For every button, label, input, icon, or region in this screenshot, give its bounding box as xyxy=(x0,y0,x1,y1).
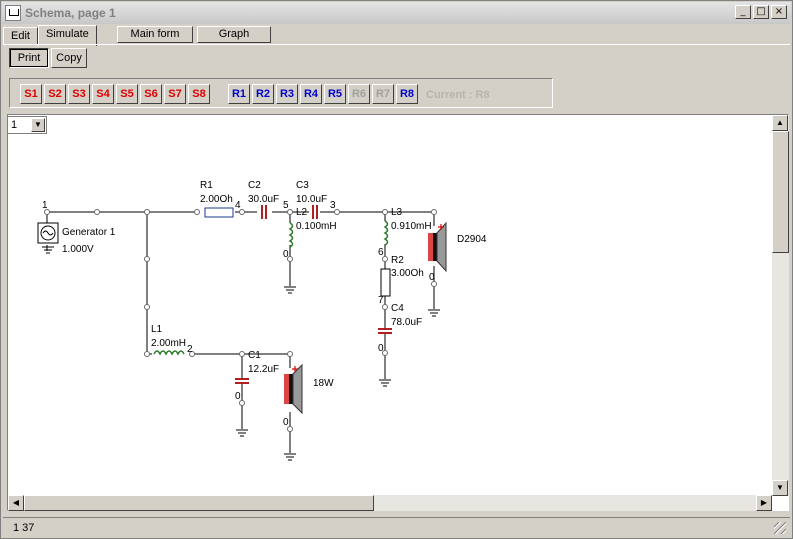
speaker-2-name: 18W xyxy=(313,378,334,389)
vertical-scrollbar[interactable]: ▲ ▼ xyxy=(772,115,789,496)
node-6-label: 6 xyxy=(378,247,384,258)
c4-value: 78.0uF xyxy=(391,317,422,328)
l2-name: L2 xyxy=(296,207,308,218)
tab-simulate[interactable]: Simulate xyxy=(37,25,97,46)
c4-capacitor[interactable] xyxy=(378,328,392,334)
graph-button[interactable]: Graph xyxy=(197,26,271,43)
r2-button[interactable]: R2 xyxy=(252,84,274,104)
l1-value: 2.00mH xyxy=(151,338,186,349)
l2-value: 0.100mH xyxy=(296,221,337,232)
r2-name: R2 xyxy=(391,255,404,266)
page-select-value: 1 xyxy=(11,119,18,131)
s4-button[interactable]: S4 xyxy=(92,84,114,104)
response-selector-panel: S1 S2 S3 S4 S5 S6 S7 S8 R1 R2 R3 R4 R5 R… xyxy=(9,78,553,108)
l3-name: L3 xyxy=(391,207,403,218)
node-1-label: 1 xyxy=(42,200,48,211)
scroll-right-icon[interactable]: ▶ xyxy=(756,495,772,511)
r5-button[interactable]: R5 xyxy=(324,84,346,104)
c2-name: C2 xyxy=(248,180,261,191)
r2-value: 3.00Oh xyxy=(391,268,424,279)
c3-name: C3 xyxy=(296,180,309,191)
c3-capacitor[interactable] xyxy=(312,205,318,219)
r1-name: R1 xyxy=(200,180,213,191)
c2-capacitor[interactable] xyxy=(261,205,267,219)
node-0-label: 0 xyxy=(378,343,384,354)
tab-edit[interactable]: Edit xyxy=(3,27,38,45)
scroll-up-icon[interactable]: ▲ xyxy=(772,115,788,131)
r8-button[interactable]: R8 xyxy=(396,84,418,104)
schematic-canvas[interactable]: 1 4 5 3 6 7 2 0 0 0 0 0 Generator 1 1.00… xyxy=(7,114,789,511)
schematic-diagram[interactable]: 1 4 5 3 6 7 2 0 0 0 0 0 Generator 1 1.00… xyxy=(8,115,772,495)
s8-button[interactable]: S8 xyxy=(188,84,210,104)
c1-name: C1 xyxy=(248,350,261,361)
node-7-label: 7 xyxy=(378,295,384,306)
r7-button[interactable]: R7 xyxy=(372,84,394,104)
close-button[interactable]: × xyxy=(771,5,787,19)
r1-button[interactable]: R1 xyxy=(228,84,250,104)
l2-inductor[interactable] xyxy=(288,222,294,248)
app-icon xyxy=(5,5,21,21)
l1-inductor[interactable] xyxy=(153,350,185,356)
r3-button[interactable]: R3 xyxy=(276,84,298,104)
chevron-down-icon[interactable]: ▼ xyxy=(31,118,45,132)
s3-button[interactable]: S3 xyxy=(68,84,90,104)
minimize-button[interactable]: _ xyxy=(735,5,751,19)
speaker-1-name: D2904 xyxy=(457,234,487,245)
l3-inductor[interactable] xyxy=(383,220,389,246)
horizontal-scrollbar[interactable]: ◀ ▶ xyxy=(8,495,772,511)
node-3-label: 3 xyxy=(330,200,336,211)
s5-button[interactable]: S5 xyxy=(116,84,138,104)
vertical-scroll-thumb[interactable] xyxy=(772,131,789,253)
main-form-button[interactable]: Main form xyxy=(117,26,193,43)
node-2-label: 2 xyxy=(187,344,193,355)
l3-value: 0.910mH xyxy=(391,221,432,232)
generator-value: 1.000V xyxy=(62,244,94,255)
speaker-18w[interactable] xyxy=(284,363,303,415)
ground-symbols xyxy=(236,286,440,461)
scroll-left-icon[interactable]: ◀ xyxy=(8,495,24,511)
horizontal-scroll-thumb[interactable] xyxy=(24,495,374,511)
maximize-button[interactable]: □ xyxy=(753,5,769,19)
node-0-label: 0 xyxy=(283,249,289,260)
current-response-label: Current : R8 xyxy=(426,89,490,101)
node-0-label: 0 xyxy=(429,272,435,283)
page-select[interactable]: 1 ▼ xyxy=(7,116,47,134)
speaker-d2904[interactable] xyxy=(428,221,447,273)
l1-name: L1 xyxy=(151,324,163,335)
scroll-down-icon[interactable]: ▼ xyxy=(772,480,788,496)
s1-button[interactable]: S1 xyxy=(20,84,42,104)
tab-strip: Edit Simulate xyxy=(3,25,97,46)
tab-panel-border xyxy=(3,44,790,45)
c4-name: C4 xyxy=(391,303,404,314)
copy-button[interactable]: Copy xyxy=(51,48,87,68)
resize-grip-icon[interactable] xyxy=(774,522,786,534)
r4-button[interactable]: R4 xyxy=(300,84,322,104)
s2-button[interactable]: S2 xyxy=(44,84,66,104)
print-button[interactable]: Print xyxy=(9,48,49,68)
title-bar[interactable]: Schema, page 1 _ □ × xyxy=(2,2,791,24)
node-4-label: 4 xyxy=(235,200,241,211)
r1-resistor[interactable] xyxy=(204,207,234,218)
generator-symbol[interactable] xyxy=(37,222,59,254)
r6-button[interactable]: R6 xyxy=(348,84,370,104)
r2-resistor[interactable] xyxy=(380,268,391,297)
generator-name: Generator 1 xyxy=(62,227,116,238)
node-0-label: 0 xyxy=(283,417,289,428)
c1-capacitor[interactable] xyxy=(235,378,249,384)
status-text: 1 37 xyxy=(13,522,35,534)
r1-value: 2.00Oh xyxy=(200,194,233,205)
window-title: Schema, page 1 xyxy=(25,6,116,20)
s7-button[interactable]: S7 xyxy=(164,84,186,104)
s6-button[interactable]: S6 xyxy=(140,84,162,104)
c3-value: 10.0uF xyxy=(296,194,327,205)
c1-value: 12.2uF xyxy=(248,364,279,375)
c2-value: 30.0uF xyxy=(248,194,279,205)
node-5-label: 5 xyxy=(283,200,289,211)
status-bar: 1 37 xyxy=(3,517,790,537)
node-0-label: 0 xyxy=(235,391,241,402)
